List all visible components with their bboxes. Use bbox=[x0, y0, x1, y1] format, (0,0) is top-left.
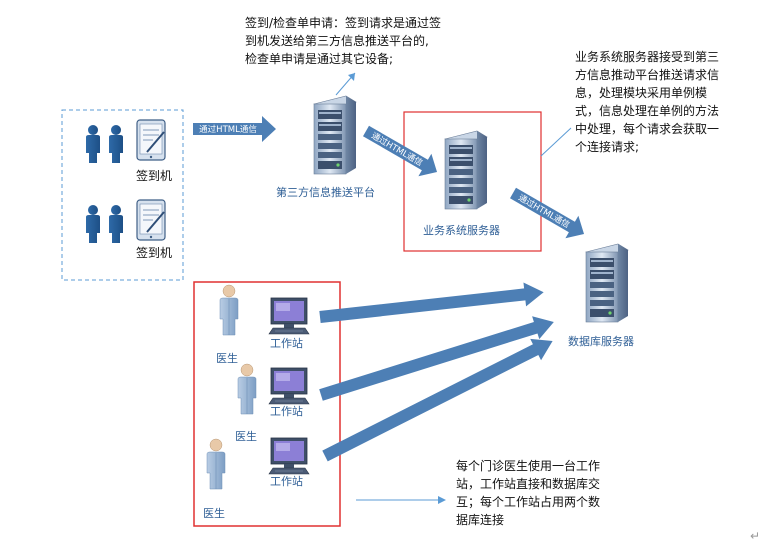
db-arrow-workstation-2 bbox=[319, 316, 554, 401]
person-icon bbox=[109, 125, 123, 163]
clinic-highlight-box bbox=[193, 281, 341, 527]
paragraph-mark: ↵ bbox=[750, 529, 760, 543]
html-arrow-label: 通过HTML通信 bbox=[199, 124, 257, 135]
workstation-label: 工作站 bbox=[270, 336, 303, 350]
clinic-unit-3: 医生 工作站 bbox=[203, 437, 310, 520]
html-arrow-label: 通过HTML通信 bbox=[516, 192, 572, 231]
note-line: 每个门诊医生使用一台工作 bbox=[456, 458, 600, 473]
note-line: 个连接请求; bbox=[575, 139, 639, 154]
third-party-platform-server-icon bbox=[313, 95, 357, 175]
clinic-note: 每个门诊医生使用一台工作 站，工作站直接和数据库交 互；每个工作站占用两个数 据… bbox=[456, 458, 600, 527]
business-server-highlight-box bbox=[403, 111, 542, 252]
checkin-unit-2: 签到机 bbox=[86, 199, 172, 260]
doctor-label: 医生 bbox=[235, 429, 257, 443]
tablet-icon bbox=[136, 119, 166, 161]
note-line: 到机发送给第三方信息推送平台的, bbox=[245, 33, 429, 48]
note-line: 站，工作站直接和数据库交 bbox=[456, 476, 600, 491]
html-arrow-checkin-to-platform: 通过HTML通信 bbox=[193, 116, 276, 142]
clinic-unit-2: 医生 工作站 bbox=[235, 363, 310, 443]
db-arrow-workstation-3 bbox=[322, 338, 553, 462]
person-icon bbox=[86, 125, 100, 163]
html-arrow-business-to-database: 通过HTML通信 bbox=[510, 187, 585, 239]
clinic-unit-1: 医生 工作站 bbox=[216, 284, 310, 365]
checkin-unit-1: 签到机 bbox=[86, 119, 172, 183]
note-line: 据库连接 bbox=[456, 512, 504, 527]
business-server-note: 业务系统服务器接受到第三 方信息推动平台推送请求信 息，处理模块采用单例模 式，… bbox=[575, 49, 719, 154]
note-line: 中处理，每个请求会获取一 bbox=[575, 121, 719, 136]
note-line: 业务系统服务器接受到第三 bbox=[575, 49, 719, 64]
note-line: 互；每个工作站占用两个数 bbox=[456, 494, 600, 509]
db-arrow-workstation-1 bbox=[319, 282, 544, 323]
html-arrow-label: 通过HTML通信 bbox=[369, 130, 425, 169]
checkin-machine-label: 签到机 bbox=[136, 245, 172, 260]
note-line: 式，信息处理在单例的方法 bbox=[575, 103, 719, 118]
note-connector-arrowhead bbox=[348, 73, 355, 81]
doctor-label: 医生 bbox=[216, 351, 238, 365]
workstation-label: 工作站 bbox=[270, 404, 303, 418]
doctor-label: 医生 bbox=[203, 506, 225, 520]
business-server-label: 业务系统服务器 bbox=[423, 224, 500, 237]
third-party-platform-label: 第三方信息推送平台 bbox=[276, 185, 375, 199]
note-connector-arrowhead bbox=[438, 496, 446, 504]
workstation-icon bbox=[268, 297, 310, 335]
request-type-note: 签到/检查单申请：签到请求是通过签 到机发送给第三方信息推送平台的, 检查单申请… bbox=[245, 15, 441, 66]
doctor-icon bbox=[219, 284, 239, 336]
note-connector-line bbox=[540, 127, 572, 157]
note-line: 息，处理模块采用单例模 bbox=[575, 85, 707, 100]
database-server-label: 数据库服务器 bbox=[568, 334, 634, 348]
doctor-icon bbox=[237, 363, 257, 415]
note-line: 检查单申请是通过其它设备; bbox=[245, 51, 393, 66]
checkin-machine-label: 签到机 bbox=[136, 168, 172, 183]
person-icon bbox=[86, 205, 100, 243]
note-line: 方信息推动平台推送请求信 bbox=[575, 67, 719, 82]
doctor-icon bbox=[206, 438, 226, 490]
workstation-icon bbox=[268, 367, 310, 405]
checkin-group-box bbox=[61, 109, 184, 281]
person-icon bbox=[109, 205, 123, 243]
business-server-icon bbox=[444, 130, 488, 210]
html-arrow-platform-to-business: 通过HTML通信 bbox=[363, 125, 438, 177]
tablet-icon bbox=[136, 199, 166, 241]
workstation-label: 工作站 bbox=[270, 474, 303, 488]
note-line: 签到/检查单申请：签到请求是通过签 bbox=[245, 15, 441, 30]
workstation-icon bbox=[268, 437, 310, 475]
database-server-icon bbox=[585, 243, 629, 323]
